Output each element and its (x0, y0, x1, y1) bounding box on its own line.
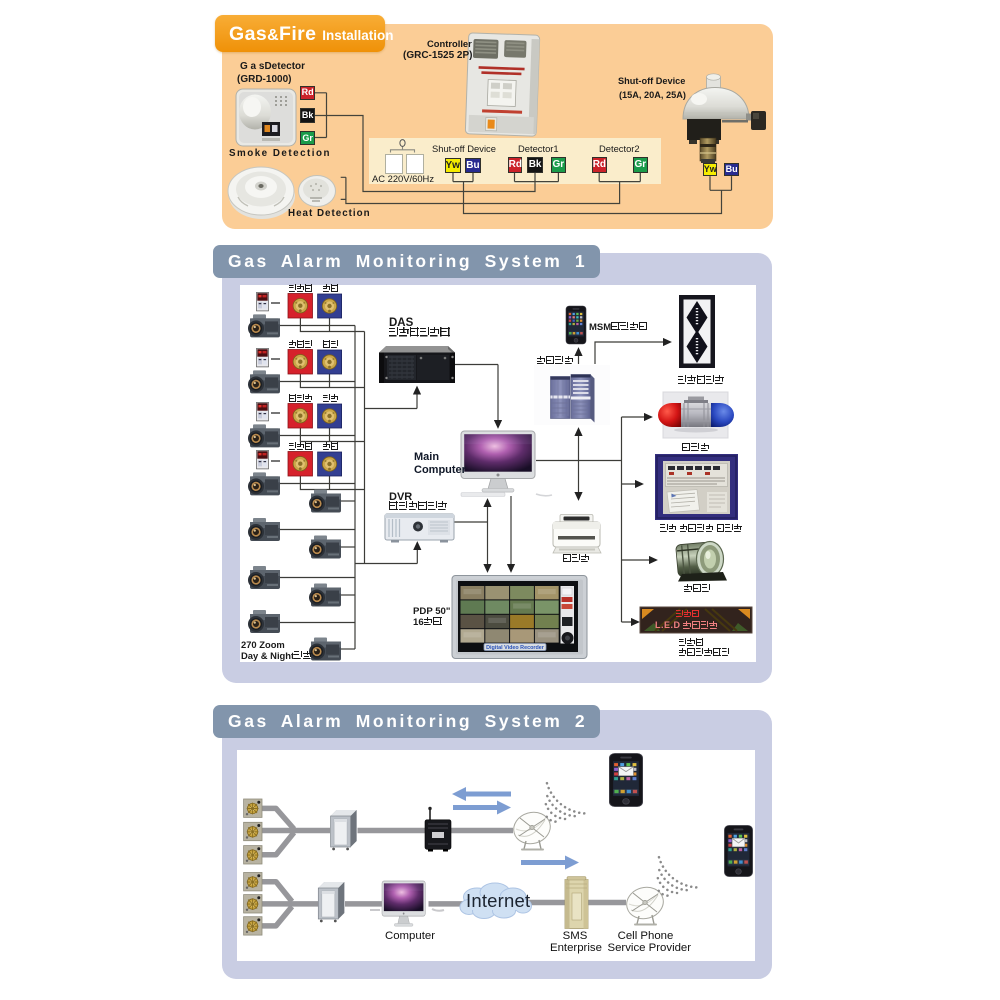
svg-text:Digital Video Recorder: Digital Video Recorder (486, 645, 545, 651)
